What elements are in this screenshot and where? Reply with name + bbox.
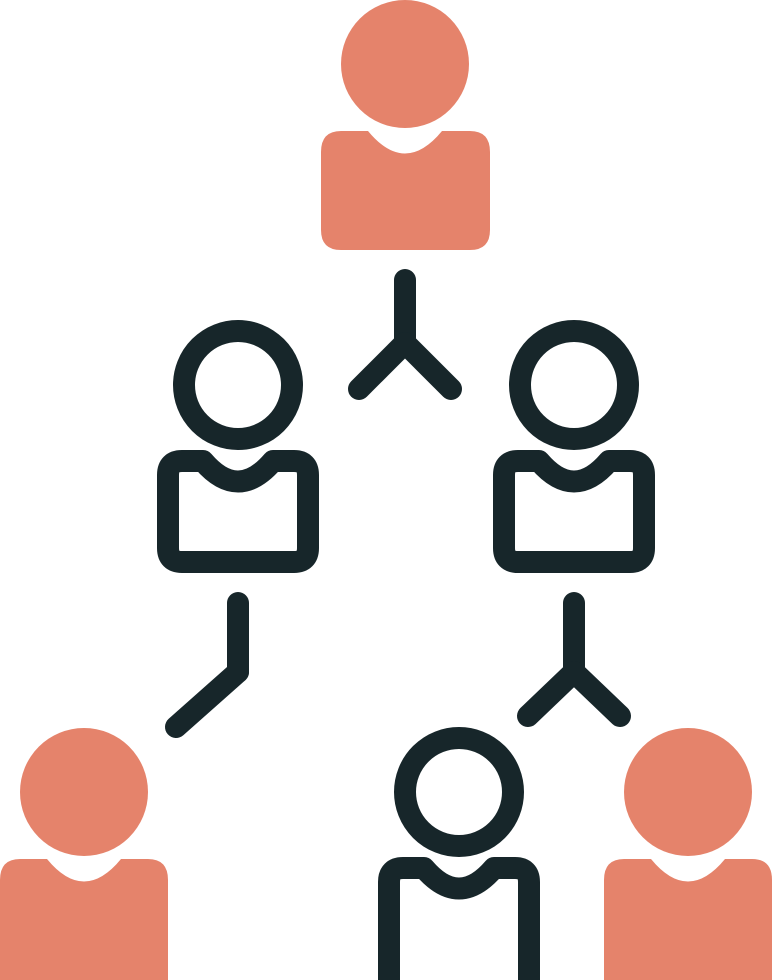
person-head-top: [341, 0, 469, 128]
person-head-middle-right: [509, 320, 639, 450]
person-icon-middle-right: [493, 320, 655, 573]
person-icon-bottom-center: [378, 727, 540, 980]
person-icon-bottom-left: [0, 728, 168, 980]
connector-branch-left: [165, 661, 249, 738]
connector-elbow-left: [165, 592, 249, 738]
person-body-bottom-center: [378, 857, 540, 980]
connector-fork-right: [517, 592, 631, 727]
person-head-middle-left: [173, 320, 303, 450]
person-head-bottom-center: [394, 727, 524, 857]
connector-branch-right-top: [394, 332, 462, 400]
person-head-bottom-right: [624, 728, 752, 856]
person-body-bottom-left: [0, 859, 168, 980]
person-body-middle-right: [493, 450, 655, 573]
person-head-bottom-left: [20, 728, 148, 856]
person-body-top: [321, 131, 490, 250]
connector-branch-right-right: [563, 661, 631, 727]
person-icon-top: [321, 0, 490, 250]
connector-fork-top: [348, 269, 462, 400]
person-icon-middle-left: [157, 320, 319, 573]
person-body-bottom-right: [604, 859, 772, 980]
person-body-middle-left: [157, 450, 319, 573]
person-icon-bottom-right: [604, 728, 772, 980]
